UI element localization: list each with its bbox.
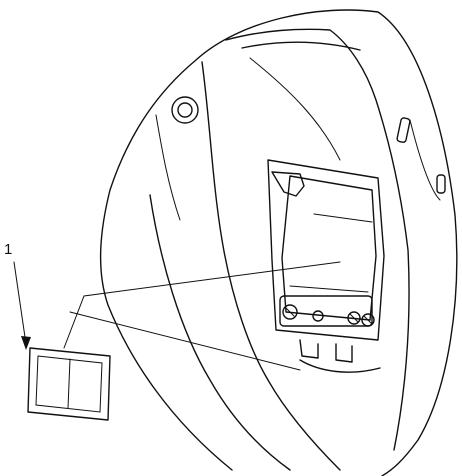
screw-plate	[279, 295, 373, 327]
helmet-inner-shell	[225, 28, 410, 451]
side-slot	[396, 117, 411, 143]
helmet-ridge-left	[155, 114, 181, 221]
lens-frame-inner	[281, 175, 377, 321]
removed-lens	[27, 347, 111, 421]
removed-lens-divider	[67, 358, 71, 409]
helmet-ridge-top	[249, 57, 341, 161]
screw-right-b	[361, 313, 375, 327]
helmet-face-curve	[201, 61, 341, 471]
side-clip	[436, 174, 446, 194]
guide-line-bottom	[69, 311, 301, 371]
bottom-tab-right	[335, 343, 353, 363]
callout-leader	[13, 261, 27, 345]
frame-latch	[271, 171, 305, 197]
lens-frame	[267, 159, 385, 341]
callout-label-1: 1	[4, 241, 12, 258]
bottom-tab-left	[299, 339, 319, 359]
screw-center	[312, 310, 324, 322]
frame-rail-bottom	[289, 285, 369, 293]
helmet-ridge-right	[409, 119, 441, 201]
removed-lens-inner	[35, 355, 103, 413]
headgear-knob	[171, 96, 199, 124]
helmet-outer-shell	[99, 9, 458, 476]
frame-rail-top	[313, 213, 373, 223]
guide-line-top	[63, 261, 341, 349]
screw-right-a	[347, 311, 361, 325]
callout-arrowhead	[21, 336, 31, 350]
bottom-lip	[299, 359, 381, 373]
helmet-chin-curve	[149, 194, 291, 471]
headgear-knob-inner	[177, 102, 193, 118]
screw-left	[282, 304, 298, 320]
